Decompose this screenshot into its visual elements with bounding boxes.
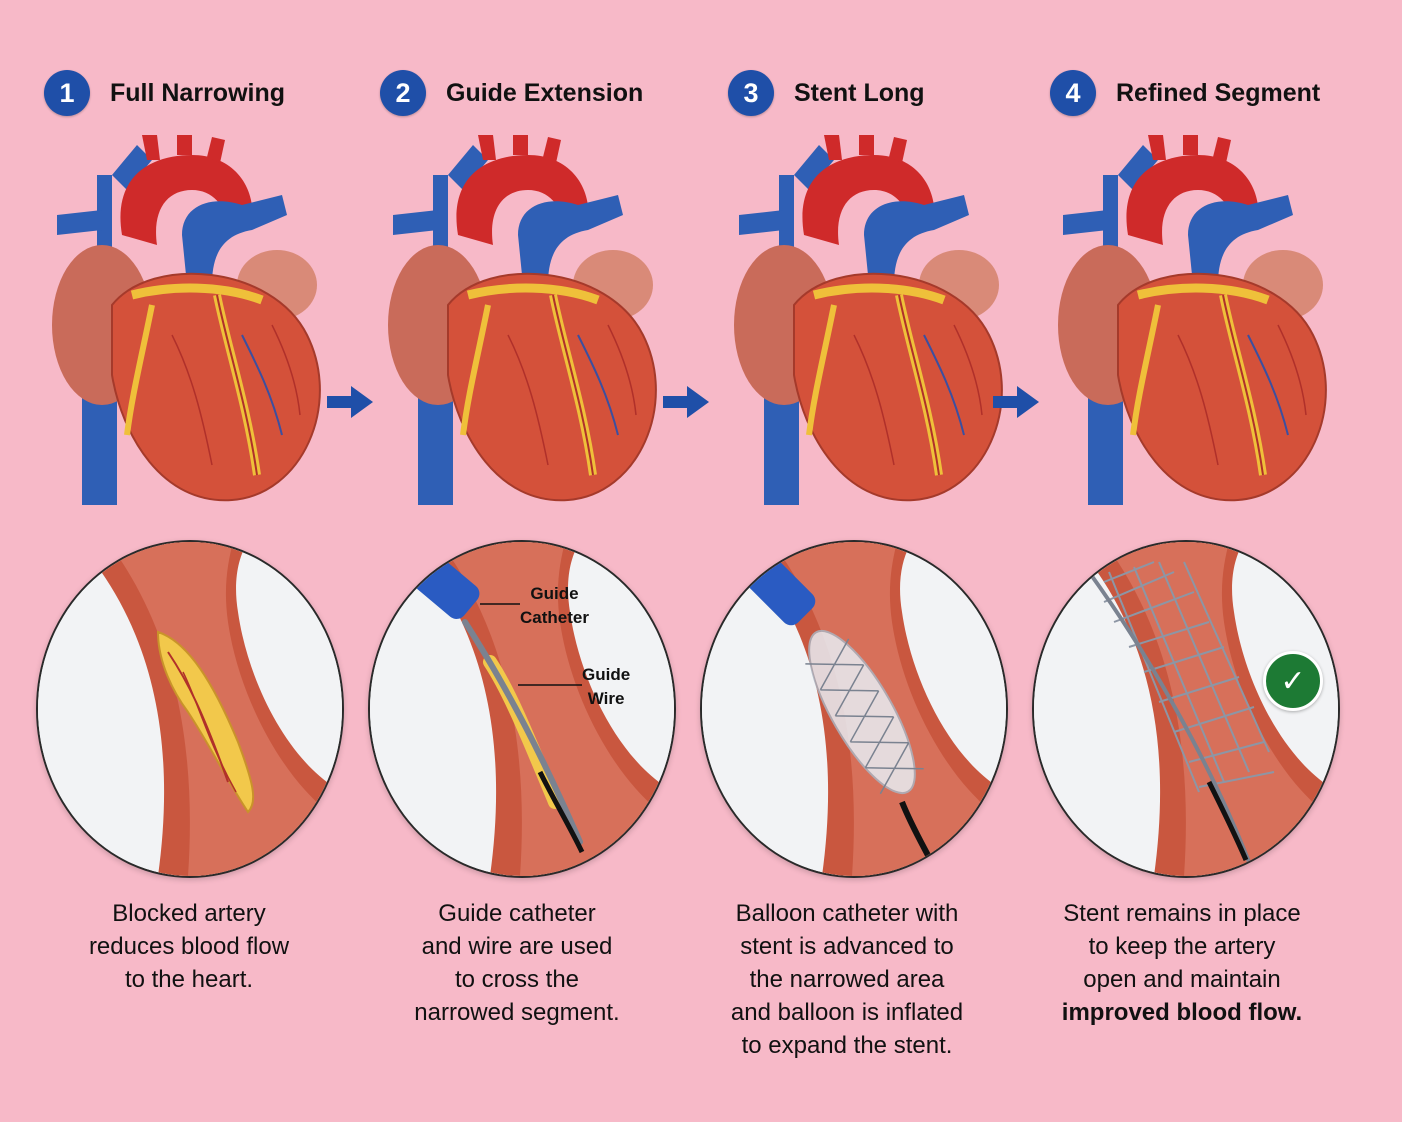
step-1-description: Blocked artery reduces blood flow to the… bbox=[24, 897, 354, 996]
step-4-description-line: improved blood flow. bbox=[1061, 999, 1303, 1026]
step-1-title: Full Narrowing bbox=[110, 78, 285, 107]
heart-illustration-icon bbox=[42, 135, 342, 510]
guide-catheter-label-line: Catheter bbox=[520, 608, 589, 627]
step-4-title: Refined Segment bbox=[1116, 78, 1321, 107]
step-2-number-badge: 2 bbox=[380, 70, 426, 116]
step-3-description-line: and balloon is inflated bbox=[730, 999, 964, 1026]
step-3-description-line: the narrowed area bbox=[749, 966, 945, 993]
step-2-description-line: narrowed segment. bbox=[414, 999, 620, 1026]
step-3-description: Balloon catheter with stent is advanced … bbox=[682, 897, 1012, 1062]
step-4-header: 4 Refined Segment bbox=[1050, 68, 1320, 118]
step-1-number-badge: 1 bbox=[44, 70, 90, 116]
arrow-right-icon bbox=[327, 386, 373, 418]
step-1-header: 1 Full Narrowing bbox=[44, 68, 285, 118]
step-2: 2 Guide Extension Guide Catheter Guide W… bbox=[360, 0, 690, 1122]
step-3: 3 Stent Long Balloon catheter with stent… bbox=[700, 0, 1036, 1122]
heart-illustration-icon bbox=[1048, 135, 1348, 510]
checkmark-icon: ✓ bbox=[1263, 651, 1323, 711]
step-1-description-line: reduces blood flow bbox=[88, 933, 290, 960]
step-4: 4 Refined Segment ✓ Stent remains in pla… bbox=[1030, 0, 1360, 1122]
step-4-description-line: to keep the artery bbox=[1088, 933, 1276, 960]
step-1-description-line: Blocked artery bbox=[112, 900, 266, 927]
step-4-number-badge: 4 bbox=[1050, 70, 1096, 116]
step-2-description-line: to cross the bbox=[454, 966, 580, 993]
step-2-description-line: and wire are used bbox=[421, 933, 613, 960]
guide-catheter-label: Guide Catheter bbox=[520, 582, 589, 630]
step-3-number-badge: 3 bbox=[728, 70, 774, 116]
step-1-description-line: to the heart. bbox=[124, 966, 254, 993]
step-3-title: Stent Long bbox=[794, 78, 925, 107]
step-2-description-line: Guide catheter bbox=[438, 900, 596, 927]
heart-illustration-icon bbox=[378, 135, 678, 510]
step-3-artery-closeup bbox=[700, 540, 1008, 878]
guide-wire-label: Guide Wire bbox=[582, 663, 630, 711]
blocked-artery-icon bbox=[38, 542, 342, 876]
step-2-title: Guide Extension bbox=[446, 78, 644, 107]
arrow-right-icon bbox=[993, 386, 1039, 418]
step-2-description: Guide catheter and wire are used to cros… bbox=[352, 897, 682, 1029]
balloon-stent-icon bbox=[702, 542, 1006, 876]
step-3-description-line: stent is advanced to bbox=[740, 933, 954, 960]
step-3-header: 3 Stent Long bbox=[728, 68, 925, 118]
step-4-description-line: open and maintain bbox=[1083, 966, 1281, 993]
guide-catheter-label-line: Guide bbox=[530, 584, 579, 603]
guide-wire-label-line: Guide bbox=[582, 665, 631, 684]
step-4-description-line: Stent remains in place bbox=[1063, 900, 1301, 927]
step-2-header: 2 Guide Extension bbox=[380, 68, 643, 118]
step-2-artery-closeup bbox=[368, 540, 676, 878]
step-4-description: Stent remains in place to keep the arter… bbox=[1017, 897, 1347, 1029]
step-1: 1 Full Narrowing Blocked artery reduces … bbox=[24, 0, 354, 1122]
arrow-right-icon bbox=[663, 386, 709, 418]
heart-illustration-icon bbox=[724, 135, 1024, 510]
step-3-description-line: to expand the stent. bbox=[741, 1032, 953, 1059]
step-1-artery-closeup bbox=[36, 540, 344, 878]
deployed-stent-icon bbox=[1034, 542, 1338, 876]
step-3-description-line: Balloon catheter with bbox=[735, 900, 959, 927]
guide-wire-label-line: Wire bbox=[587, 689, 625, 708]
